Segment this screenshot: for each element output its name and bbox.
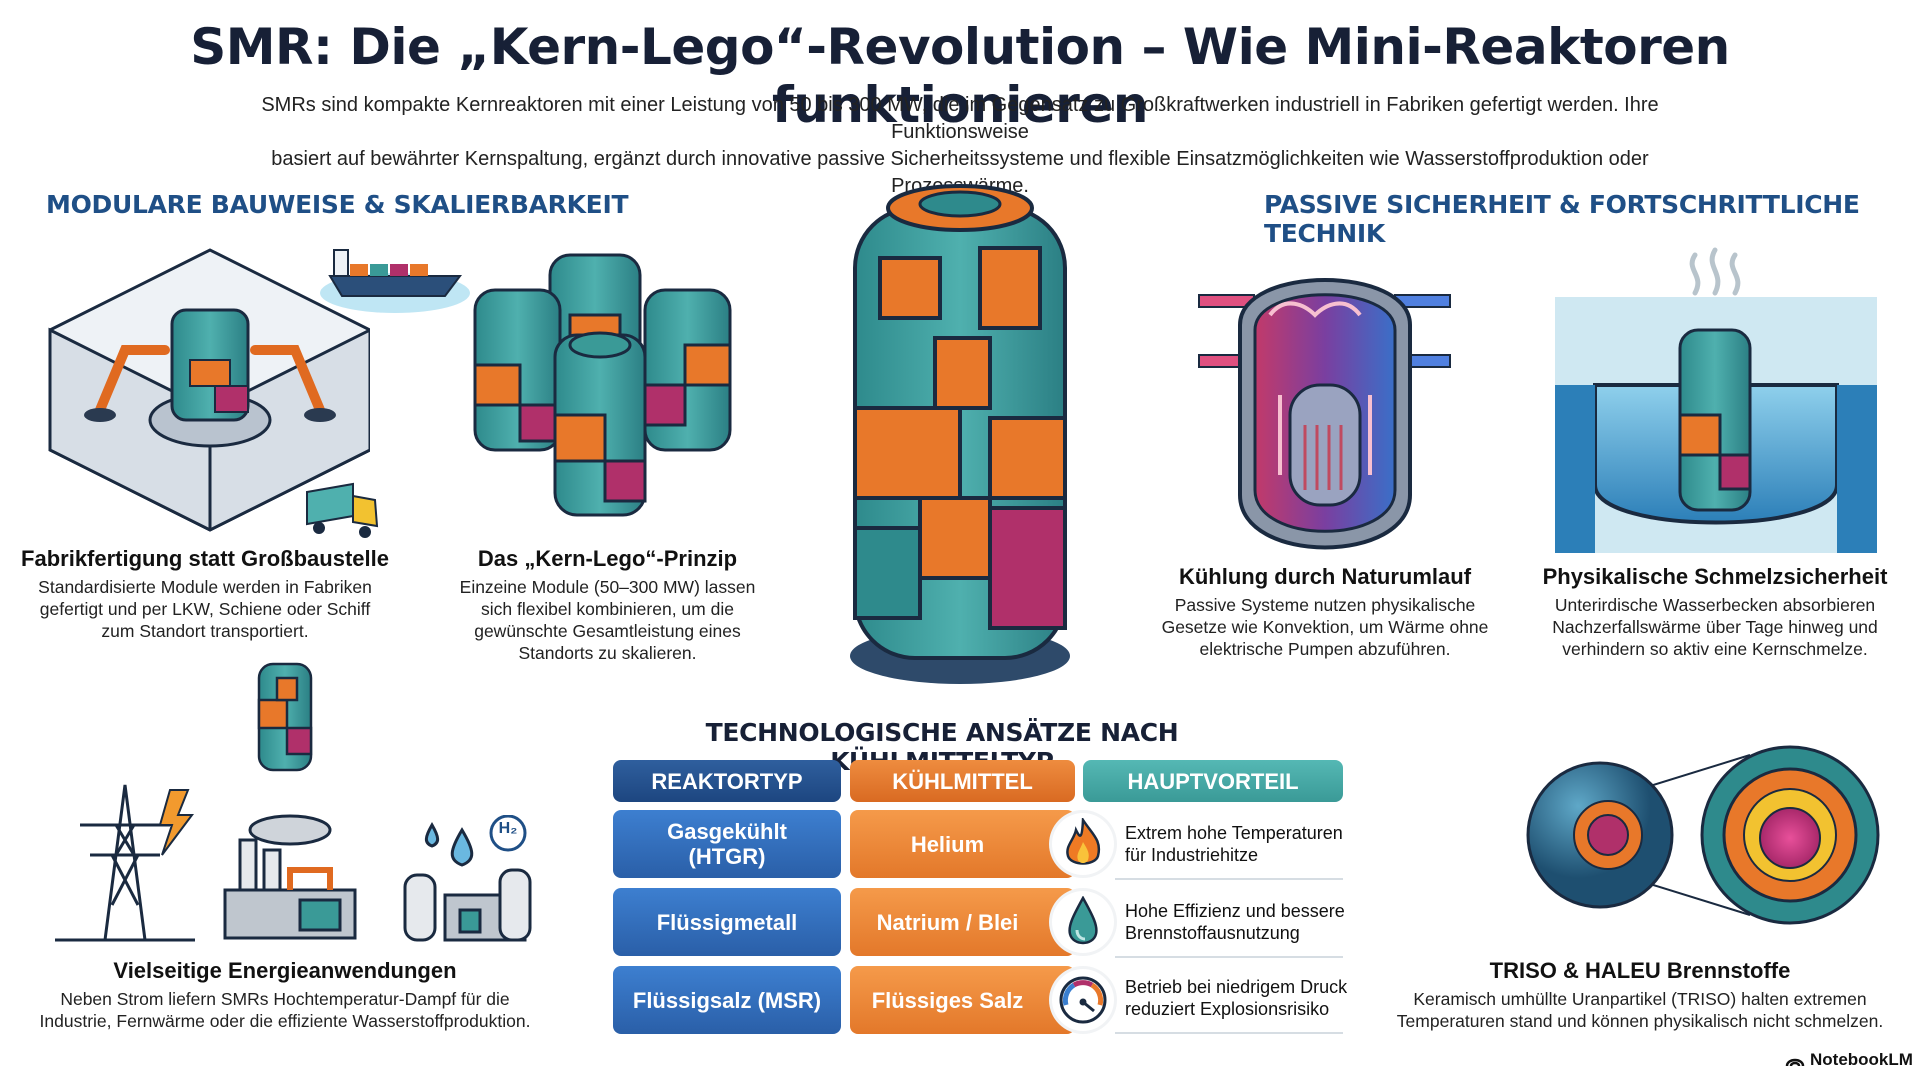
cooling-line: Gesetze wie Konvektion, um Wärme ohne	[1161, 617, 1489, 637]
factory-heading: Fabrikfertigung statt Großbaustelle	[21, 546, 389, 571]
table-row-reactor-type: Flüssigmetall	[613, 888, 841, 956]
energy-line: Industrie, Fernwärme oder die effiziente…	[39, 1011, 531, 1031]
advantage-line: Brennstoffausnutzung	[1125, 923, 1300, 943]
melt-line: Unterirdische Wasserbecken absorbieren	[1554, 595, 1876, 615]
row-divider	[1115, 1032, 1343, 1034]
advantage-text: Betrieb bei niedrigem Druck reduziert Ex…	[1125, 976, 1347, 1020]
header-coolant: KÜHLMITTEL	[850, 760, 1075, 802]
advantage-line: Betrieb bei niedrigem Druck	[1125, 977, 1348, 997]
factory-line: zum Standort transportiert.	[101, 621, 309, 641]
melt-line: Nachzerfallswärme über Tage hinweg und	[1552, 617, 1878, 637]
cooling-heading: Kühlung durch Naturumlauf	[1178, 564, 1472, 589]
triso-particle-illustration	[1526, 745, 1880, 925]
advantage-text: Extrem hohe Temperaturen für Industriehi…	[1125, 822, 1343, 866]
lego-line: Standorts zu skalieren.	[518, 643, 697, 663]
table-row-coolant: Helium	[850, 810, 1075, 878]
advantage-text: Hohe Effizienz und bessere Brennstoffaus…	[1125, 900, 1345, 944]
table-row-reactor-type: Flüssigsalz (MSR)	[613, 966, 841, 1034]
melt-heading: Physikalische Schmelzsicherheit	[1542, 564, 1888, 589]
flame-icon	[1066, 818, 1101, 865]
small-reactor-icon	[257, 662, 313, 772]
table-row-coolant: Natrium / Blei	[850, 888, 1075, 956]
row-divider	[1115, 956, 1343, 958]
energy-heading: Vielseitige Energieanwendungen	[113, 958, 457, 983]
natural-circulation-illustration	[1198, 278, 1451, 550]
factory-line: Standardisierte Module werden in Fabrike…	[38, 577, 372, 597]
lego-caption: Das „Kern-Lego“-Prinzip Einzeine Module …	[440, 546, 775, 664]
lego-line: Einzeine Module (50–300 MW) lassen	[459, 577, 756, 597]
reactor-type-line: Gasgekühlt	[667, 819, 787, 844]
advantage-line: für Industriehitze	[1125, 845, 1259, 865]
section-title-modular: MODULARE BAUWEISE & SKALIERBARKEIT	[46, 190, 629, 219]
table-row-reactor-type: Gasgekühlt (HTGR)	[613, 810, 841, 878]
factory-caption: Fabrikfertigung statt Großbaustelle Stan…	[20, 546, 390, 642]
header-advantage: HAUPTVORTEIL	[1083, 760, 1343, 802]
page-title: SMR: Die „Kern-Lego“-Revolution – Wie Mi…	[190, 18, 1730, 134]
h2-label: H₂	[498, 820, 518, 837]
header-reactor-type: REAKTORTYP	[613, 760, 841, 802]
lego-heading: Das „Kern-Lego“-Prinzip	[477, 546, 738, 571]
lego-line: sich flexibel kombinieren, um die	[481, 599, 734, 619]
ship-icon	[320, 249, 470, 313]
triso-heading: TRISO & HALEU Brennstoffe	[1489, 958, 1791, 983]
central-reactor-illustration	[850, 184, 1070, 684]
triso-line: Temperaturen stand und können physikalis…	[1396, 1011, 1884, 1031]
energy-caption: Vielseitige Energieanwendungen Neben Str…	[20, 958, 550, 1032]
power-pylon-icon	[55, 784, 195, 942]
brand-mark: NotebookLM	[1785, 1050, 1913, 1070]
section-title-safety: PASSIVE SICHERHEIT & FORTSCHRITTLICHE TE…	[1264, 190, 1860, 248]
lego-line: gewünschte Gesamtleistung eines	[474, 621, 741, 641]
advantage-line: Hohe Effizienz und bessere	[1125, 901, 1345, 921]
droplet-icon	[1068, 896, 1098, 945]
hydrogen-plant-icon	[403, 815, 532, 942]
gauge-icon	[1059, 976, 1107, 1024]
notebooklm-logo-icon	[1785, 1058, 1805, 1067]
triso-line: Keramisch umhüllte Uranpartikel (TRISO) …	[1413, 989, 1867, 1009]
advantage-line: Extrem hohe Temperaturen	[1125, 823, 1343, 843]
lego-modules-illustration	[473, 253, 732, 517]
reactor-type-line: (HTGR)	[688, 844, 766, 869]
triso-caption: TRISO & HALEU Brennstoffe Keramisch umhü…	[1380, 958, 1900, 1032]
melt-caption: Physikalische Schmelzsicherheit Unterird…	[1530, 564, 1900, 660]
brand-label: NotebookLM	[1810, 1050, 1913, 1069]
truck-icon	[306, 482, 379, 538]
cooling-line: Passive Systeme nutzen physikalische	[1174, 595, 1476, 615]
subtitle-line-1: SMRs sind kompakte Kernreaktoren mit ein…	[261, 94, 1659, 143]
cooling-line: elektrische Pumpen abzuführen.	[1199, 639, 1451, 659]
factory-industry-icon	[223, 814, 357, 940]
energy-line: Neben Strom liefern SMRs Hochtemperatur-…	[60, 989, 510, 1009]
melt-line: verhindern so aktiv eine Kernschmelze.	[1562, 639, 1868, 659]
factory-illustration	[48, 248, 370, 532]
advantage-line: reduziert Explosionsrisiko	[1125, 999, 1330, 1019]
row-divider	[1115, 878, 1343, 880]
factory-line: gefertigt und per LKW, Schiene oder Schi…	[39, 599, 371, 619]
cooling-caption: Kühlung durch Naturumlauf Passive System…	[1140, 564, 1510, 660]
table-row-coolant: Flüssiges Salz	[850, 966, 1075, 1034]
underground-pool-illustration	[1555, 247, 1877, 553]
